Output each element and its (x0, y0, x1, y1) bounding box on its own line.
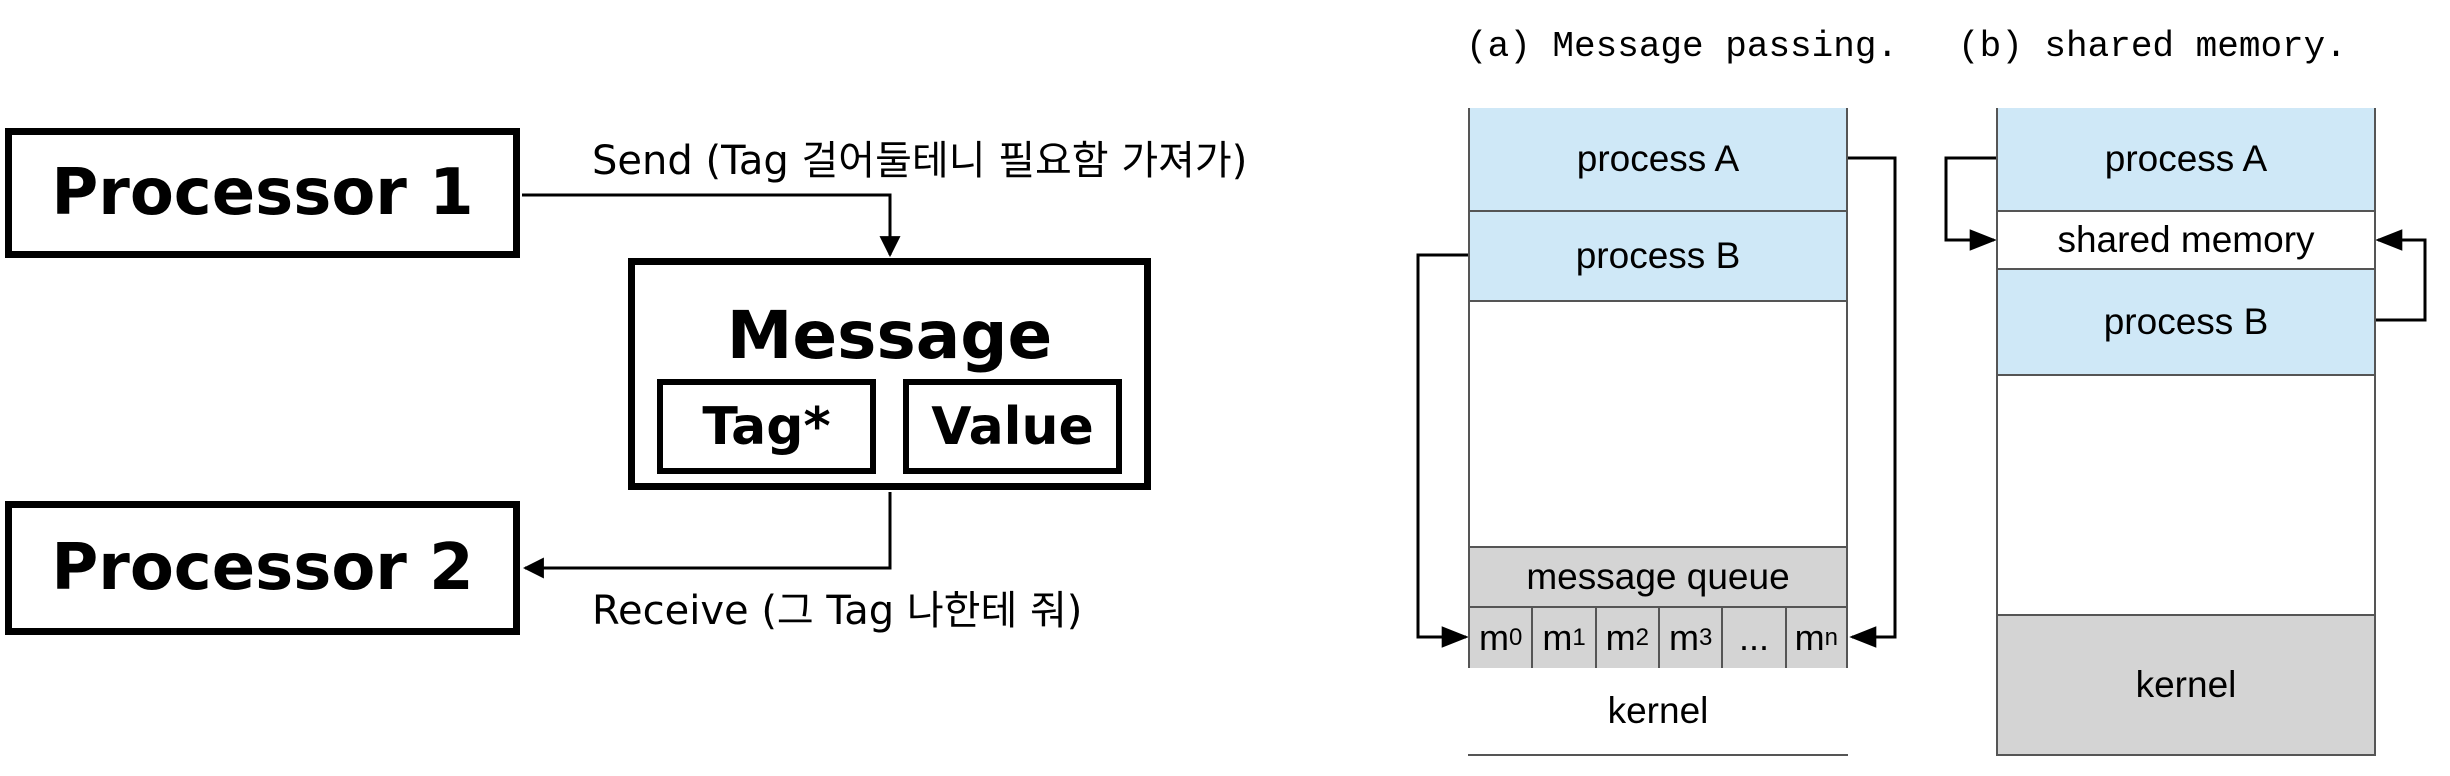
mp-kernel-label: kernel (1607, 690, 1709, 731)
message-queue-label: message queue (1526, 556, 1790, 597)
mp-process-b-label: process B (1575, 235, 1741, 276)
sm-process-a-label: process A (2104, 138, 2268, 179)
queue-cell-subscript: 3 (1698, 624, 1713, 651)
mp-process-a-label: process A (1576, 138, 1740, 179)
processor-1-label: Processor 1 (51, 156, 474, 230)
send-arrow (522, 193, 901, 258)
process-b-to-queue-arrow (1416, 253, 1469, 648)
process-b-to-shared-arrow (2375, 229, 2427, 322)
value-field: Value (903, 379, 1122, 474)
message-queue-header: message queue (1468, 546, 1848, 608)
sm-process-a: process A (1996, 108, 2376, 212)
queue-cell-label: ... (1738, 617, 1769, 658)
processor-1-box: Processor 1 (5, 128, 520, 258)
value-field-label: Value (931, 396, 1094, 457)
caption-shared-memory: (b) shared memory. (1958, 26, 2347, 67)
sm-kernel: kernel (1996, 614, 2376, 756)
shared-memory-region: shared memory (1996, 210, 2376, 270)
send-label: Send (Tag 걸어둘테니 필요함 가져가) (592, 138, 1248, 184)
sm-kernel-label: kernel (2135, 664, 2237, 705)
mp-kernel: kernel (1468, 668, 1848, 754)
queue-cell-label: m (1478, 617, 1509, 658)
mp-process-a: process A (1468, 108, 1848, 212)
queue-cell-subscript: 0 (1508, 624, 1523, 651)
queue-cell-subscript: n (1824, 624, 1838, 651)
queue-cell-label: m (1794, 617, 1825, 658)
queue-cell-label: m (1605, 617, 1636, 658)
queue-cell-label: m (1542, 617, 1573, 658)
processor-2-label: Processor 2 (51, 531, 474, 605)
process-a-to-queue-arrow (1848, 156, 1897, 648)
queue-cell-subscript: 2 (1635, 624, 1649, 651)
receive-arrow (522, 492, 892, 579)
receive-label: Receive (그 Tag 나한테 줘) (592, 588, 1083, 634)
caption-message-passing: (a) Message passing. (1466, 26, 1899, 67)
tag-field: Tag* (657, 379, 876, 474)
sm-process-b: process B (1996, 268, 2376, 376)
shared-memory-label: shared memory (2057, 219, 2315, 260)
queue-cell-label: m (1668, 617, 1699, 658)
tag-field-label: Tag* (702, 396, 831, 457)
mp-process-b: process B (1468, 210, 1848, 302)
message-title: Message (726, 297, 1053, 374)
queue-cell: ... (1721, 606, 1787, 670)
processor-2-box: Processor 2 (5, 501, 520, 635)
queue-cell-subscript: 1 (1572, 624, 1586, 651)
process-a-to-shared-arrow (1944, 156, 1997, 251)
sm-process-b-label: process B (2103, 301, 2269, 342)
